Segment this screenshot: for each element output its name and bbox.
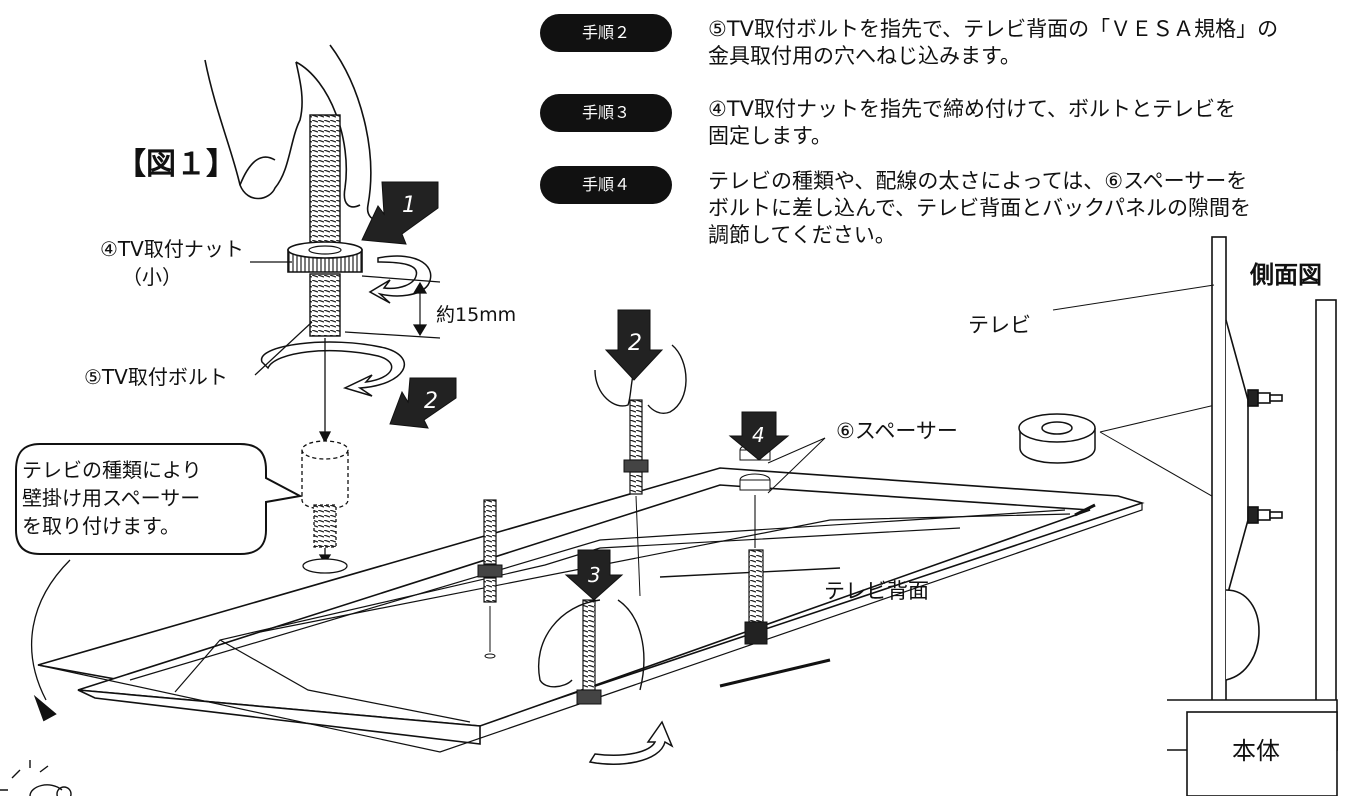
arrow-1-icon: 1: [361, 181, 439, 245]
callout-line: テレビの種類により: [22, 458, 202, 482]
arrow-2a-number: 2: [424, 389, 438, 414]
step-3: 手順３ ④TV取付ナットを指先で締め付けて、ボルトとテレビを 固定します。: [540, 94, 1360, 154]
arrow-4-number: 4: [752, 423, 765, 447]
arrow-2b-number: 2: [628, 331, 642, 356]
side-view-diagram: [1052, 236, 1338, 796]
step-badge: 手順４: [540, 166, 672, 204]
callout-text: テレビの種類により 壁掛け用スペーサー を取り付けます。: [22, 456, 252, 540]
bolt-small-center-icon: [623, 399, 649, 597]
step-line: 固定します。: [708, 124, 832, 148]
arrow-2b-icon: 2: [604, 309, 664, 381]
spacer-leader-lines: [767, 437, 826, 494]
step-4: 手順４ テレビの種類や、配線の太さによっては、⑥スペーサーを ボルトに差し込んで…: [540, 166, 1360, 256]
step-line: ⑤TV取付ボルトを指先で、テレビ背面の「ＶＥＳＡ規格」の: [708, 17, 1279, 41]
step-line: テレビの種類や、配線の太さによっては、⑥スペーサーを: [708, 169, 1248, 193]
spacer-donut-icon: [1018, 397, 1246, 516]
step-line: ④TV取付ナットを指先で締め付けて、ボルトとテレビを: [708, 97, 1236, 121]
arrow-1-number: 1: [402, 193, 416, 218]
tv-label: テレビ: [968, 313, 1031, 337]
step-line: 金具取付用の穴へねじ込みます。: [708, 44, 1021, 68]
main-body-label: 本体: [1232, 737, 1280, 765]
hand-top-icon: [204, 44, 383, 222]
arrow-4-icon: 4: [728, 411, 790, 461]
callout-line: 壁掛け用スペーサー: [22, 486, 201, 510]
bolt-main-icon: [287, 114, 363, 337]
nut-size-label: （小）: [122, 265, 182, 289]
step-line: 調節してください。: [708, 223, 896, 247]
arrow-3-icon: 3: [564, 549, 624, 601]
tv-back-label: テレビ背面: [824, 579, 929, 603]
step-text: ④TV取付ナットを指先で締め付けて、ボルトとテレビを 固定します。: [708, 96, 1236, 150]
hand-center-icon: [538, 344, 687, 691]
callout-bubble: [15, 443, 304, 722]
dimension-lines: [250, 261, 441, 376]
bolt-small-hand-icon: [576, 599, 602, 705]
callout-line: を取り付けます。: [22, 514, 180, 538]
lightbulb-icon: [0, 760, 72, 796]
step-line: ボルトに差し込んで、テレビ背面とバックパネルの隙間を: [708, 196, 1252, 220]
spacer-assembly: [301, 338, 349, 574]
bolt-small-left-icon: [477, 499, 503, 659]
spacer-label: ⑥スペーサー: [836, 419, 958, 443]
bolt-label: ⑤TV取付ボルト: [84, 365, 228, 389]
arrow-2a-icon: 2: [389, 377, 457, 429]
step-badge: 手順３: [540, 94, 672, 132]
step-badge: 手順２: [540, 14, 672, 52]
dimension-label: 約15mm: [436, 304, 517, 326]
figure-label: 【図１】: [116, 147, 236, 182]
step-2: 手順２ ⑤TV取付ボルトを指先で、テレビ背面の「ＶＥＳＡ規格」の 金具取付用の穴…: [540, 14, 1360, 74]
step-text: ⑤TV取付ボルトを指先で、テレビ背面の「ＶＥＳＡ規格」の 金具取付用の穴へねじ込…: [708, 16, 1278, 70]
step-text: テレビの種類や、配線の太さによっては、⑥スペーサーを ボルトに差し込んで、テレビ…: [708, 168, 1251, 249]
arrow-3-number: 3: [588, 563, 601, 587]
nut-label: ④TV取付ナット: [100, 237, 244, 261]
side-view-label: 側面図: [1250, 261, 1322, 289]
